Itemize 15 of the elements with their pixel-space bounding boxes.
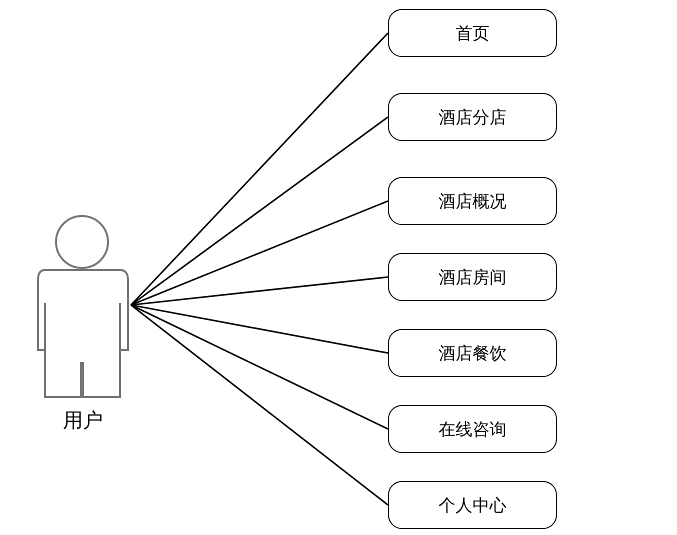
association-line [130,304,388,354]
association-line [130,32,389,306]
association-line [130,304,388,506]
use-case-box: 酒店房间 [388,253,557,301]
association-line [130,304,388,430]
actor-label: 用户 [62,407,104,434]
association-line [130,200,388,306]
association-line [130,116,388,306]
use-case-box: 酒店概况 [388,177,557,225]
use-case-box: 在线咨询 [388,405,557,453]
use-case-box: 酒店餐饮 [388,329,557,377]
use-case-box: 个人中心 [388,481,557,529]
association-line [130,276,388,306]
use-case-box: 酒店分店 [388,93,557,141]
use-case-box: 首页 [388,9,557,57]
